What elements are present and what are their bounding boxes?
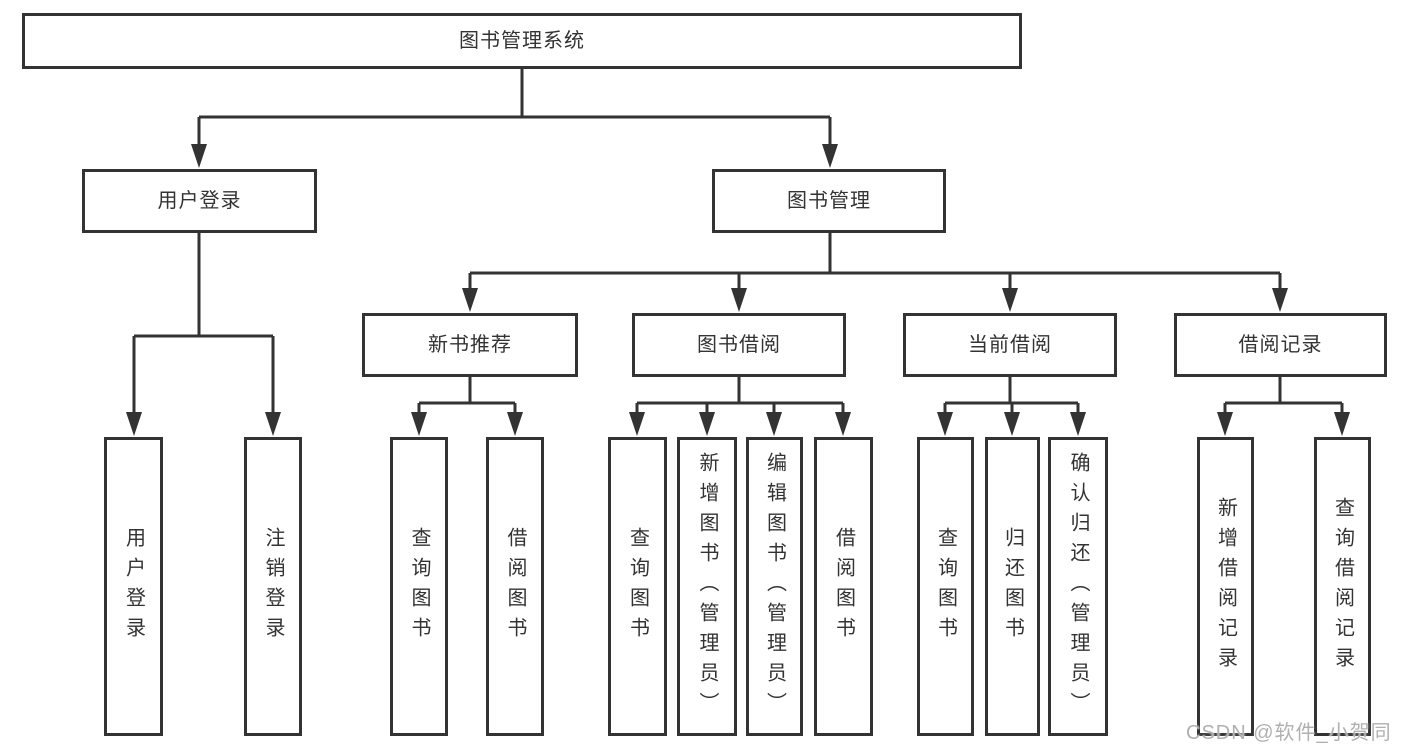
node-book-management: 图书管理 (712, 169, 946, 233)
leaf-current-query-books: 查询图书 (917, 437, 974, 736)
leaf-recommend-borrow-books: 借阅图书 (486, 437, 544, 736)
leaf-recommend-query-books: 查询图书 (390, 437, 448, 736)
leaf-current-return-books: 归还图书 (985, 437, 1040, 736)
node-library-management-system: 图书管理系统 (22, 13, 1022, 69)
leaf-current-confirm-return-admin: 确认归还（管理员） (1048, 437, 1108, 736)
node-book-borrowing: 图书借阅 (632, 313, 846, 377)
leaf-borrowing-add-books-admin: 新增图书（管理员） (677, 437, 737, 736)
leaf-borrowing-query-books: 查询图书 (608, 437, 667, 736)
node-borrowing-records: 借阅记录 (1174, 313, 1387, 377)
leaf-records-add-borrow-record: 新增借阅记录 (1197, 437, 1254, 736)
csdn-watermark: CSDN @软件_小贺同学 (1186, 722, 1392, 744)
leaf-logout: 注销登录 (244, 437, 302, 736)
node-user-login: 用户登录 (82, 169, 317, 233)
leaf-borrowing-edit-books-admin: 编辑图书（管理员） (746, 437, 803, 736)
leaf-user-login: 用户登录 (104, 437, 163, 736)
node-new-book-recommend: 新书推荐 (362, 313, 578, 377)
leaf-records-query-borrow-record: 查询借阅记录 (1314, 437, 1371, 736)
leaf-borrowing-borrow-books: 借阅图书 (814, 437, 873, 736)
node-current-borrowing: 当前借阅 (903, 313, 1117, 377)
